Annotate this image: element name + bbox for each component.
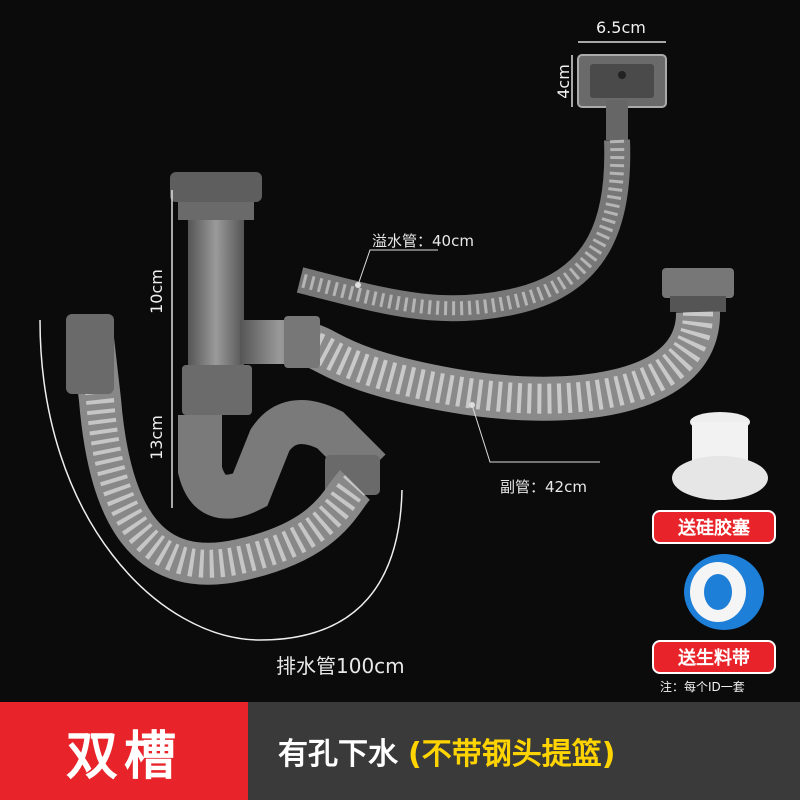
tape-roll-image — [684, 554, 764, 630]
tape-badge: 送生料带 — [652, 640, 776, 674]
description-note: (不带钢头提篮) — [408, 737, 616, 772]
sink-type-label: 双槽 — [0, 702, 248, 800]
product-description: 有孔下水 (不带钢头提篮) — [278, 702, 615, 800]
silicone-plug-image — [672, 412, 768, 500]
drain-hose-end — [66, 314, 114, 394]
overflow-head — [577, 54, 667, 140]
main-trap-body — [170, 172, 386, 519]
drain-kit-illustration — [39, 41, 768, 641]
gift-note: 注：每个ID一套 — [660, 680, 745, 694]
bottom-bar: 双槽 有孔下水 (不带钢头提篮) — [0, 702, 800, 800]
silicone-plug-badge: 送硅胶塞 — [652, 510, 776, 544]
second-drain-head — [662, 268, 734, 312]
drain-pipe-label: 排水管100cm — [276, 654, 405, 678]
height-dimension: 4cm — [553, 64, 573, 99]
description-text: 有孔下水 — [278, 737, 398, 772]
overflow-pipe-label: 溢水管：40cm — [372, 232, 474, 250]
lower-dimension: 13cm — [146, 415, 166, 460]
upper-dimension: 10cm — [146, 269, 166, 314]
secondary-pipe-label: 副管：42cm — [500, 478, 587, 496]
overflow-hose — [296, 139, 631, 322]
drain-length-arc — [39, 319, 403, 641]
width-dimension: 6.5cm — [596, 18, 646, 37]
